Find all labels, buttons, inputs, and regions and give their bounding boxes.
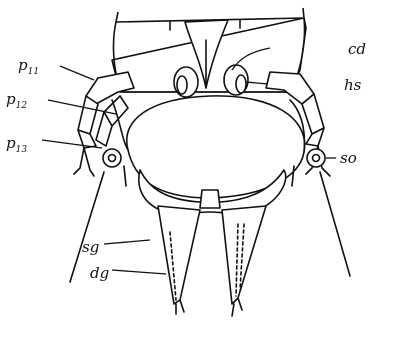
svg-text:p13: p13 [6, 134, 27, 155]
label-p13: p13 [6, 134, 27, 155]
label-p11-sub: 11 [28, 67, 39, 77]
label-dg: dg [90, 264, 109, 282]
label-p13-sub: 13 [16, 145, 28, 155]
label-hs: hs [344, 76, 362, 94]
svg-text:p12: p12 [6, 90, 27, 111]
label-sg: sg [82, 238, 99, 256]
label-cd: cd [348, 40, 366, 58]
label-p12-sub: 12 [16, 101, 28, 111]
appendages [158, 206, 266, 316]
label-p13-base: p [6, 134, 16, 152]
svg-text:p11: p11 [18, 56, 39, 77]
label-p11-base: p [18, 56, 28, 74]
label-p12-base: p [6, 90, 16, 108]
label-so: so [340, 149, 357, 167]
label-p11: p11 [18, 56, 39, 77]
label-p12: p12 [6, 90, 27, 111]
